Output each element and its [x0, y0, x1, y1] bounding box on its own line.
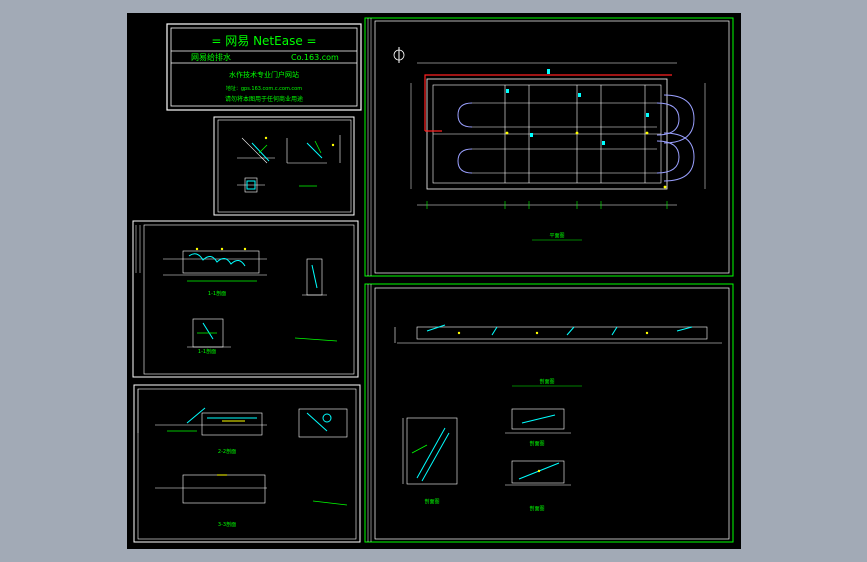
- title-line-2: 地址：gps.163.com.c.com.com: [226, 85, 302, 92]
- sheet-b-caption-1: 1-1剖面: [208, 290, 226, 297]
- title-line-1: 水作技术专业门户网站: [229, 70, 299, 79]
- sheet-c: 2-2剖面 3-3剖面: [133, 384, 361, 543]
- cad-drawing: = 网易 NetEase = 网易给排水 Co.163.com 水作技术专业门户…: [132, 17, 734, 543]
- title-right-label: Co.163.com: [291, 53, 339, 62]
- sheet-a: [213, 116, 355, 216]
- sheet-c-caption-2: 3-3剖面: [218, 521, 236, 528]
- sheet-b: 1-1剖面 1-1剖面: [132, 220, 359, 378]
- section-caption-main: 剖面图: [539, 378, 554, 385]
- cad-drawing-canvas[interactable]: = 网易 NetEase = 网易给排水 Co.163.com 水作技术专业门户…: [127, 13, 741, 549]
- section-caption-3: 剖面图: [529, 505, 544, 512]
- title-left-label: 网易给排水: [191, 52, 231, 62]
- title-heading: = 网易 NetEase =: [211, 34, 316, 48]
- section-caption-2: 剖面图: [529, 440, 544, 447]
- title-block: = 网易 NetEase = 网易给排水 Co.163.com 水作技术专业门户…: [166, 23, 362, 111]
- sheet-c-caption-1: 2-2剖面: [218, 448, 236, 455]
- sheet-b-caption-2: 1-1剖面: [198, 348, 216, 355]
- plan-sheet: 平面图: [364, 17, 734, 277]
- section-sheet: 剖面图 剖面图 剖面图 剖面图: [364, 283, 734, 543]
- title-line-3: 请勿将本图用于任何商业用途: [225, 95, 303, 103]
- plan-caption: 平面图: [549, 233, 564, 239]
- section-caption-1: 剖面图: [424, 498, 439, 505]
